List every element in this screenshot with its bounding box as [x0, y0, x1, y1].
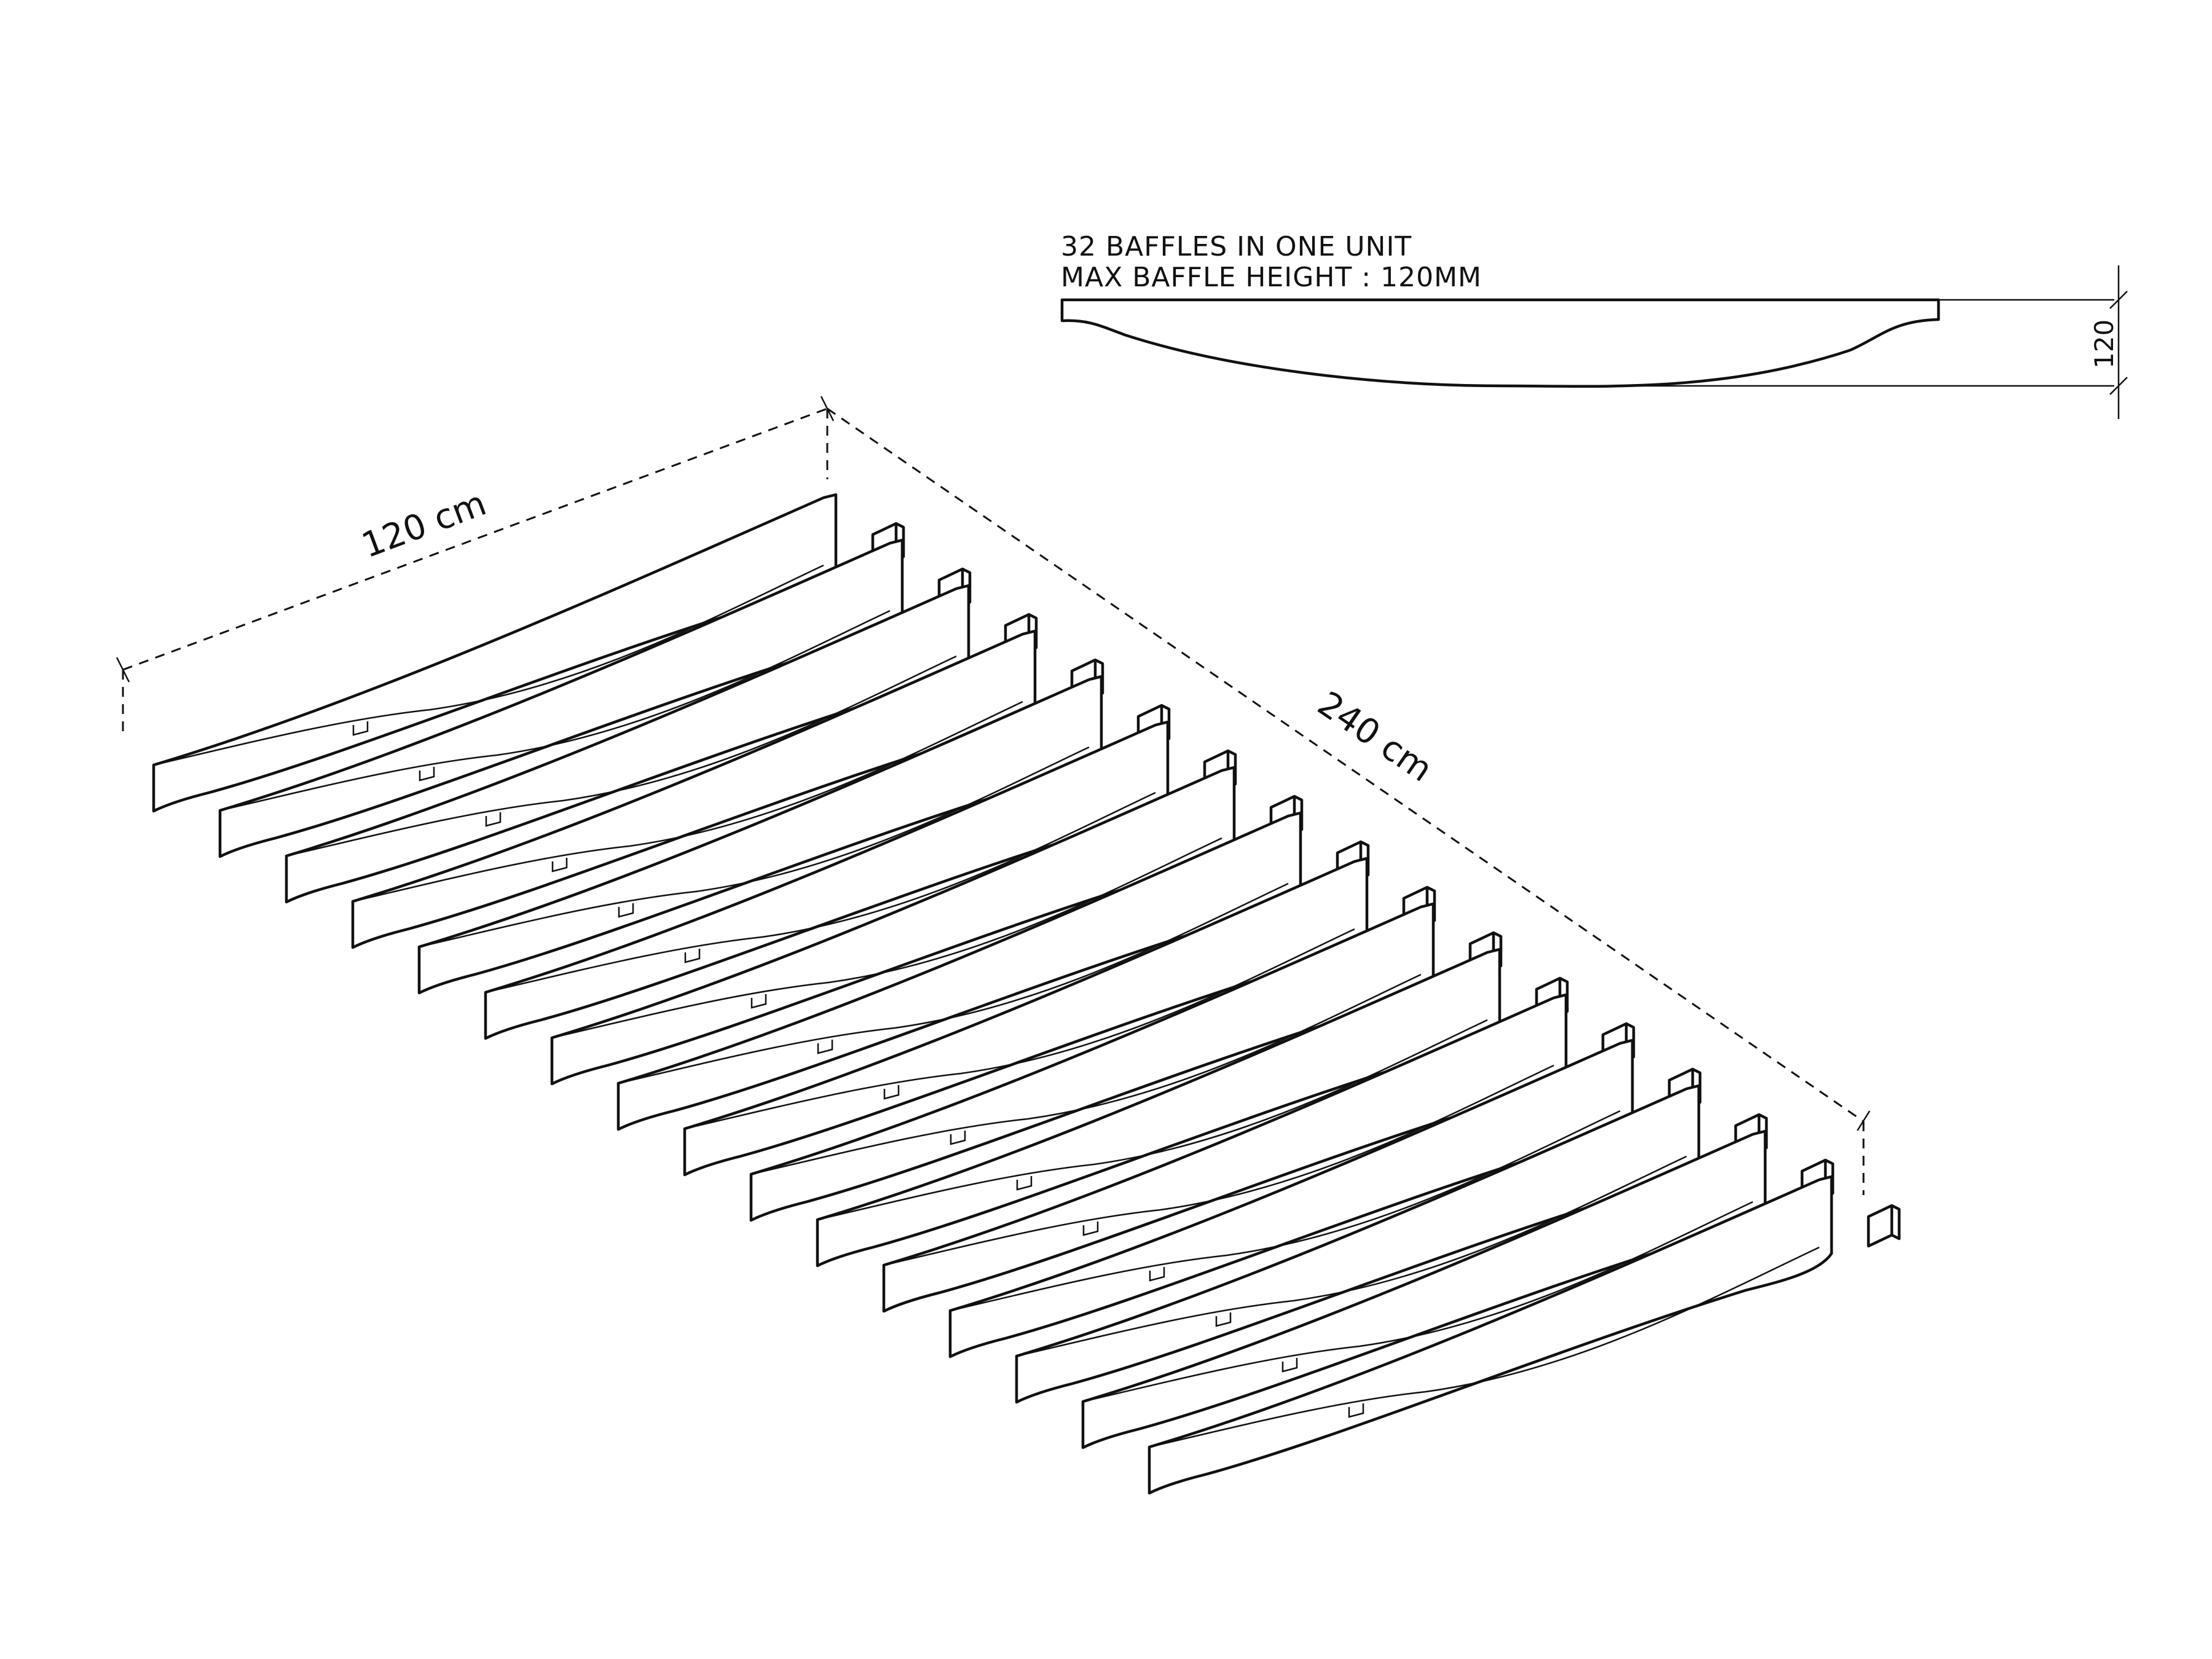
baffle-profile-shape: [1060, 298, 1940, 388]
height-tick-top: [2109, 291, 2128, 309]
baffle-top-edge: [485, 791, 1156, 994]
baffle-top-edge: [750, 973, 1422, 1175]
baffle-notch: [883, 1085, 900, 1100]
baffle-top-edge: [1016, 1155, 1687, 1357]
baffle-notch: [1348, 1403, 1364, 1418]
baffle-assembly: [152, 493, 1901, 1495]
baffle-notch: [551, 858, 568, 873]
baffle-top-edge: [219, 610, 891, 812]
baffle: [1147, 1175, 1901, 1495]
height-dimension-label: 120: [2089, 320, 2119, 369]
rail-stub: [1867, 1204, 1901, 1248]
baffle-notch: [1016, 1176, 1033, 1191]
baffle-top-edge: [684, 928, 1355, 1130]
baffle-top-edge: [551, 837, 1222, 1039]
baffle-notch: [684, 949, 701, 963]
baffle-top-edge: [153, 564, 824, 766]
baffle-top-edge: [950, 1110, 1621, 1312]
baffle-notch: [1082, 1222, 1099, 1236]
baffle-top-edge: [352, 700, 1023, 903]
baffle-top-edge: [286, 655, 957, 857]
width-dimension-label: 120 cm: [356, 484, 491, 566]
note-max-height: MAX BAFFLE HEIGHT : 120MM: [1061, 262, 1482, 293]
length-tick-end: [1856, 1110, 1871, 1131]
baffle-notch: [485, 812, 502, 827]
baffle-notch: [618, 903, 634, 918]
baffle-top-edge: [817, 1019, 1488, 1221]
width-dimension-line: [122, 407, 828, 671]
baffle-notch: [419, 767, 435, 782]
baffle-notch: [817, 1040, 833, 1054]
baffle-notch: [950, 1131, 966, 1145]
baffle-notch: [352, 721, 369, 736]
length-dimension-line: [827, 407, 1864, 1123]
baffle-top-edge: [1149, 1246, 1820, 1448]
length-dimension-label: 240 cm: [1310, 684, 1439, 790]
baffle-notch: [1215, 1312, 1232, 1327]
baffle-top-edge: [1082, 1201, 1753, 1403]
baffle-profile-view: 32 BAFFLES IN ONE UNIT MAX BAFFLE HEIGHT…: [1060, 231, 2128, 419]
baffle-notch: [1149, 1267, 1165, 1282]
baffle-top-edge: [618, 882, 1289, 1084]
baffle-notch: [1281, 1358, 1298, 1373]
baffle-top-edge: [883, 1064, 1554, 1266]
height-tick-bottom: [2109, 377, 2128, 395]
baffle-blade: [1147, 1175, 1833, 1495]
baffle-notch: [750, 994, 767, 1009]
baffle-top-edge: [419, 746, 1090, 948]
note-baffle-count: 32 BAFFLES IN ONE UNIT: [1061, 231, 1412, 262]
